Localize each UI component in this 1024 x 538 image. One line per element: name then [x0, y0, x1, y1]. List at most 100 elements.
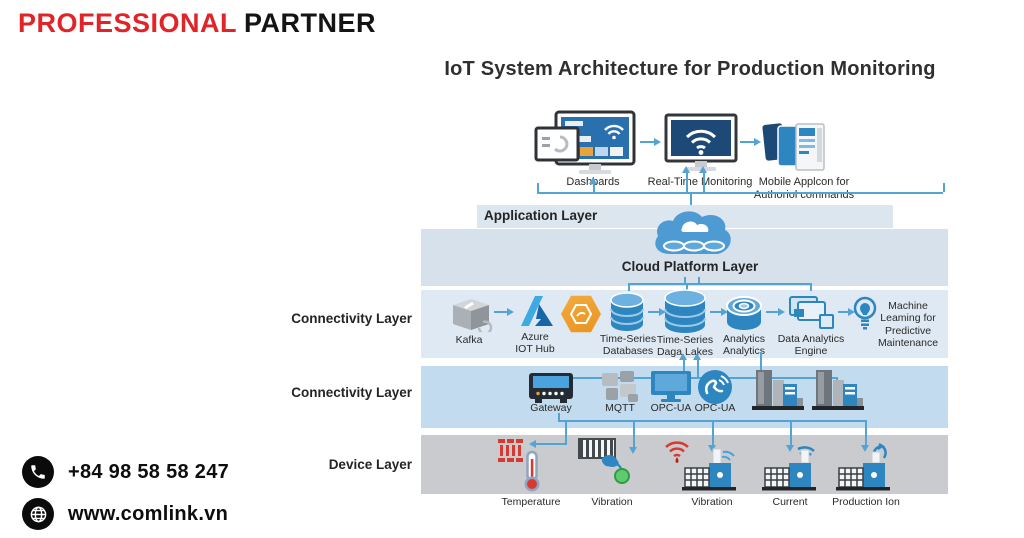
timeseries-databases-label: Time-Series Databases [599, 333, 657, 358]
website-url: www.comlink.vn [68, 502, 229, 525]
factory-vibration-icon [682, 443, 736, 496]
mqtt-icon [600, 371, 640, 408]
brand-professional: PROFESSIONAL [18, 8, 238, 38]
analytics-label: Analytics Analytics [722, 333, 765, 358]
arrowhead-dash-to-rt [654, 138, 661, 146]
device-layer-label: Device Layer [328, 457, 412, 472]
arrowhead-analytics-engine [778, 308, 785, 316]
vibration-alert-wifi-icon [662, 437, 694, 470]
connector-cloud-up [690, 192, 692, 208]
arrow-kafka-azure [494, 311, 507, 313]
connector-rt-stub-1 [686, 173, 688, 192]
machine-learning-bulb-icon [852, 296, 878, 337]
current-label: Current [772, 496, 808, 508]
connector-dash-stub [593, 184, 595, 192]
connectivity-layer-2-label: Connectivity Layer [291, 385, 412, 400]
arrowhead-db-lakes [659, 308, 666, 316]
kafka-icon [447, 296, 493, 337]
temperature-gauge-icon [496, 438, 530, 469]
dashboard-overlay-screen-icon [534, 126, 580, 167]
factory-production-icon [836, 440, 890, 496]
connector-cloud-stub-c [810, 283, 812, 291]
industrial-machine-icon-2 [812, 368, 864, 415]
connector-row2-bracket-top [558, 377, 837, 379]
connector-rt-stub-2 [703, 173, 705, 192]
arrowhead-to-rt-2 [699, 166, 707, 173]
arrow-analytics-engine [766, 311, 778, 313]
connector-temp-drop [565, 420, 567, 445]
application-layer-label: Application Layer [484, 208, 598, 223]
contact-website-row: www.comlink.vn [22, 498, 228, 530]
cloud-platform-icon [650, 206, 734, 269]
connector-cloud-down-1 [684, 277, 686, 283]
realtime-label: Real-Time Monitoring [647, 176, 753, 188]
opc-ua-wireless-icon [697, 369, 733, 410]
arrowhead-to-rt-1 [682, 166, 690, 173]
data-analytics-engine-label: Data Analytics Engine [777, 333, 845, 358]
connector-cloud-stub-a [628, 283, 630, 291]
connector-cloud-stub-b [686, 283, 688, 291]
connector-vib2-drop [712, 420, 714, 445]
phone-icon [22, 456, 54, 488]
thermometer-icon [522, 450, 542, 497]
connector-top-left [537, 183, 539, 192]
phone-number: +84 98 58 58 247 [68, 460, 230, 483]
connector-current-drop [790, 420, 792, 445]
machine-learning-label: Machine Leaming for Predictive Maintenan… [877, 300, 939, 350]
connector-cloud-bracket [628, 283, 812, 285]
connectivity-layer-1-label: Connectivity Layer [291, 311, 412, 326]
connector-vib1-drop [633, 420, 635, 447]
arrow-db-lakes [648, 311, 659, 313]
realtime-monitor-icon [664, 113, 738, 180]
arrow-engine-ml [838, 311, 848, 313]
gateway-label: Gateway [530, 402, 572, 414]
arrowhead-mid-2 [693, 353, 701, 360]
arrowhead-kafka-azure [507, 308, 514, 316]
connector-analytics-down [760, 352, 762, 377]
globe-icon [22, 498, 54, 530]
arrowhead-to-dashboards [589, 177, 597, 184]
vibration-1-label: Vibration [591, 496, 633, 508]
factory-current-icon [762, 440, 816, 496]
arrowhead-temperature [529, 440, 536, 448]
opc-ua-monitor-icon [649, 371, 693, 408]
connector-top-bracket [537, 192, 943, 194]
timeseries-databases-icon [608, 292, 646, 339]
vibration-sensor-icon [598, 452, 632, 489]
arrowhead-current [786, 445, 794, 452]
opc-ua-2-label: OPC-UA [694, 402, 736, 414]
arrowhead-vibration-2 [708, 445, 716, 452]
connector-mid-1 [683, 360, 685, 377]
connector-mid-2 [697, 360, 699, 377]
connector-temp-hook [536, 443, 567, 445]
arrowhead-mid-1 [679, 353, 687, 360]
timeseries-datalakes-icon [662, 289, 708, 340]
azure-iot-hub-icon [513, 292, 559, 335]
diagram-title: IoT System Architecture for Production M… [444, 58, 936, 80]
vibration-2-label: Vibration [691, 496, 733, 508]
vibration-grill-icon [578, 438, 616, 459]
timeseries-datalakes-label: Time-Series Daga Lakes [656, 334, 714, 359]
cloud-platform-label: Cloud Platform Layer [621, 259, 759, 274]
arrowhead-production [861, 445, 869, 452]
mobile-label: Mobile Applcon for Authoriol commands [753, 176, 855, 201]
arrow-rt-to-mobile [740, 141, 754, 143]
analytics-icon [724, 292, 764, 339]
arrowhead-rt-to-mobile [754, 138, 761, 146]
industrial-machine-icon-1 [752, 368, 804, 415]
aws-hexagon-icon [561, 295, 601, 333]
connector-top-right [943, 183, 945, 192]
arrow-dash-to-rt [640, 141, 654, 143]
kafka-label: Kafka [455, 334, 483, 346]
mobile-devices-icon [762, 118, 826, 181]
azure-iot-hub-label: Azure IOT Hub [515, 331, 555, 356]
gateway-icon [527, 373, 575, 410]
brand-partner: PARTNER [244, 8, 377, 38]
arrowhead-vibration-1 [629, 447, 637, 454]
contact-phone-row: +84 98 58 58 247 [22, 456, 229, 488]
arrow-lakes-analytics [710, 311, 721, 313]
temperature-label: Temperature [501, 496, 561, 508]
connector-production-drop [865, 420, 867, 445]
